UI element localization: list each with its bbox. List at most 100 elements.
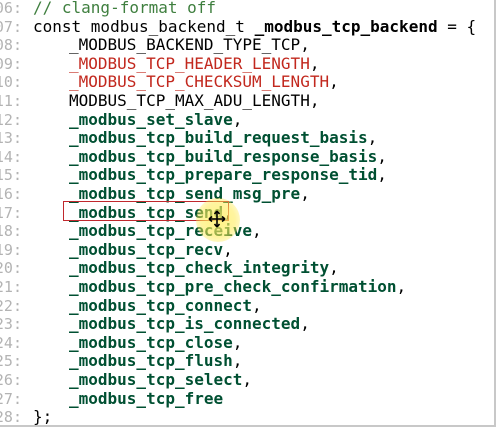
line-number: 17:: [0, 204, 22, 223]
line-number: 12:: [0, 111, 22, 130]
code-text: _modbus_tcp_pre_check_confirmation,: [69, 277, 407, 297]
crosshair-move-icon: [208, 210, 226, 228]
code-line[interactable]: 28:};: [0, 407, 494, 427]
code-line[interactable]: 17:_modbus_tcp_send,: [0, 202, 494, 223]
function-identifier: _modbus_tcp_connect: [69, 295, 253, 315]
code-line[interactable]: 25: _modbus_tcp_flush,: [0, 352, 494, 371]
code-token: _modbus_tcp_backend: [254, 16, 438, 36]
code-line[interactable]: 22: _modbus_tcp_connect,: [0, 295, 494, 316]
code-line[interactable]: 14: _modbus_tcp_build_response_basis,: [0, 146, 494, 167]
code-token: _MODBUS_BACKEND_TYPE_TCP,: [69, 35, 310, 55]
code-text: _modbus_tcp_connect,: [69, 295, 262, 316]
function-identifier: _modbus_tcp_send: [69, 202, 224, 222]
code-text: _MODBUS_TCP_CHECKSUM_LENGTH,: [69, 73, 339, 92]
code-text: _modbus_tcp_send_msg_pre,: [69, 184, 310, 204]
code-line[interactable]: 09: _MODBUS_TCP_HEADER_LENGTH,: [0, 53, 494, 74]
code-line[interactable]: 24: _modbus_tcp_close,: [0, 332, 494, 353]
line-number-text: 24:: [0, 333, 22, 352]
line-number: 08:: [0, 36, 22, 55]
code-line[interactable]: 06:// clang-format off: [0, 0, 494, 18]
line-number-text: 07:: [0, 17, 22, 36]
code-token: ,: [300, 314, 310, 334]
line-number: 18:: [0, 222, 22, 241]
line-number-text: 20:: [0, 259, 22, 278]
code-line[interactable]: 13:_modbus_tcp_build_request_basis,: [0, 128, 494, 148]
function-identifier: _modbus_tcp_select: [69, 370, 243, 389]
line-number-text: 25:: [0, 352, 22, 371]
code-line[interactable]: 20: _modbus_tcp_check_integrity,: [0, 259, 494, 278]
line-number-text: 26:: [0, 371, 22, 389]
line-number-text: 06:: [0, 0, 22, 17]
line-number: 22:: [0, 297, 22, 316]
code-text: _modbus_set_slave,: [69, 109, 243, 130]
line-number: 10:: [0, 73, 22, 92]
code-line[interactable]: 21: _modbus_tcp_pre_check_confirmation,: [0, 277, 494, 297]
code-text: _modbus_tcp_free: [69, 388, 224, 409]
code-text: MODBUS_TCP_MAX_ADU_LENGTH,: [69, 91, 319, 111]
code-line[interactable]: 27:_modbus_tcp_free: [0, 388, 494, 409]
line-number-text: 17:: [0, 203, 22, 222]
code-line[interactable]: 26: _modbus_tcp_select,: [0, 370, 494, 390]
function-identifier: _modbus_set_slave: [69, 109, 233, 129]
code-text: _modbus_tcp_build_request_basis,: [69, 128, 378, 148]
line-number: 14:: [0, 148, 22, 167]
line-number: 21:: [0, 278, 22, 297]
code-token: ,: [329, 258, 339, 278]
code-token: ,: [396, 277, 407, 296]
code-text: _modbus_tcp_check_integrity,: [69, 259, 339, 278]
line-number: 09:: [0, 55, 22, 74]
line-number-text: 10:: [0, 73, 22, 92]
line-number-text: 28:: [0, 408, 22, 427]
function-identifier: _modbus_tcp_free: [69, 388, 224, 408]
function-identifier: _modbus_tcp_flush: [69, 351, 233, 371]
code-text: _modbus_tcp_close,: [69, 332, 243, 353]
code-token: ,: [309, 53, 320, 73]
code-text: _modbus_tcp_flush,: [69, 352, 242, 371]
code-token: ,: [232, 109, 243, 129]
line-number: 07:: [0, 18, 22, 37]
line-number: 19:: [0, 241, 22, 260]
code-token: ,: [367, 128, 378, 148]
code-token: ,: [223, 239, 233, 259]
code-token: ,: [232, 351, 243, 371]
code-line[interactable]: 10: _MODBUS_TCP_CHECKSUM_LENGTH,: [0, 73, 494, 92]
code-line[interactable]: 19: _modbus_tcp_recv,: [0, 239, 494, 260]
code-token: ,: [377, 165, 387, 185]
code-line[interactable]: 18:_modbus_tcp_receive,: [0, 221, 494, 241]
code-line[interactable]: 15: _modbus_tcp_prepare_response_tid,: [0, 166, 494, 185]
line-number: 06:: [0, 0, 22, 18]
line-number: 25:: [0, 352, 22, 371]
code-token: = {: [437, 16, 477, 36]
code-line[interactable]: 23:_modbus_tcp_is_connected,: [0, 314, 494, 334]
code-line[interactable]: 16:_modbus_tcp_send_msg_pre,: [0, 184, 494, 204]
line-number-text: 18:: [0, 222, 22, 241]
line-number: 15:: [0, 166, 22, 185]
line-number-text: 19:: [0, 240, 22, 259]
line-number-text: 09:: [0, 54, 22, 73]
code-token: ,: [242, 370, 253, 389]
code-line[interactable]: 08: _MODBUS_BACKEND_TYPE_TCP,: [0, 35, 494, 55]
function-identifier: _modbus_tcp_build_response_basis: [69, 146, 378, 166]
code-token: const modbus_backend_t: [33, 16, 255, 36]
line-number: 26:: [0, 371, 22, 390]
code-text: _MODBUS_TCP_HEADER_LENGTH,: [69, 53, 320, 74]
code-text: _modbus_tcp_build_response_basis,: [69, 146, 387, 167]
code-line[interactable]: 11: MODBUS_TCP_MAX_ADU_LENGTH,: [0, 91, 494, 111]
line-number-text: 11:: [0, 92, 22, 110]
code-line[interactable]: 12: _modbus_set_slave,: [0, 109, 494, 130]
function-identifier: _modbus_tcp_prepare_response_tid: [69, 165, 378, 185]
code-token: };: [33, 407, 53, 427]
function-identifier: _modbus_tcp_recv: [69, 239, 224, 259]
code-token: ,: [329, 72, 339, 92]
code-line[interactable]: 07: const modbus_backend_t _modbus_tcp_ba…: [0, 16, 494, 37]
code-text: const modbus_backend_t _modbus_tcp_backe…: [33, 16, 477, 37]
function-identifier: _modbus_tcp_close: [69, 332, 233, 352]
function-identifier: _modbus_tcp_send_msg_pre: [69, 184, 301, 203]
macro-identifier: _MODBUS_TCP_CHECKSUM_LENGTH: [69, 72, 330, 92]
line-number-text: 15:: [0, 166, 22, 185]
line-number-text: 21:: [0, 278, 22, 296]
code-token: ,: [232, 332, 243, 352]
function-identifier: _modbus_tcp_build_request_basis: [69, 128, 368, 148]
code-token: ,: [377, 146, 387, 166]
